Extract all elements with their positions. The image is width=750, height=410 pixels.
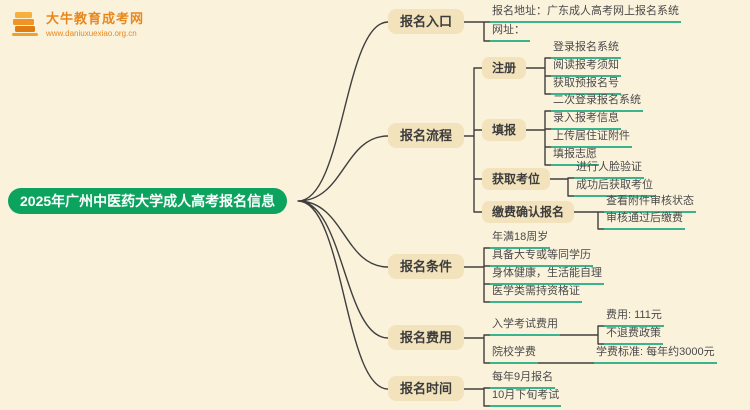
logo-title: 大牛教育成考网 <box>46 11 145 26</box>
leaf-payment-pay: 审核通过后缴费 <box>604 212 685 230</box>
root-topic: 2025年广州中医药大学成人高考报名信息 <box>8 188 288 214</box>
logo: 大牛教育成考网 www.daniuxuexiao.org.cn <box>10 8 144 38</box>
leaf-fill-login: 二次登录报名系统 <box>551 94 643 112</box>
conditions-links <box>463 247 491 303</box>
leaf-fill-info: 录入报考信息 <box>551 112 621 130</box>
leaf-payment-check: 查看附件审核状态 <box>604 195 696 213</box>
branch-fees: 报名费用 <box>388 325 465 350</box>
leaf-fee-norefund: 不退费政策 <box>604 327 663 345</box>
leaf-time-signup: 每年9月报名 <box>490 371 556 389</box>
leaf-cond-age: 年满18周岁 <box>490 231 551 249</box>
leaf-fill-wish: 填报志愿 <box>551 148 599 166</box>
entry-links <box>463 21 491 42</box>
sub-branch-seat: 获取考位 <box>482 168 551 190</box>
leaf-tuition-standard: 学费标准: 每年约3000元 <box>594 346 717 364</box>
logo-icon <box>12 11 38 36</box>
payment-links <box>573 211 605 230</box>
branch-entry: 报名入口 <box>388 9 465 34</box>
register-links <box>525 57 552 95</box>
leaf-cond-degree: 具备大专或等同学历 <box>490 249 593 267</box>
leaf-register-login: 登录报名系统 <box>551 41 621 59</box>
sub-branch-fill: 填报 <box>482 119 527 141</box>
branch-process: 报名流程 <box>388 123 465 148</box>
branch-conditions: 报名条件 <box>388 254 465 279</box>
leaf-cond-medical: 医学类需持资格证 <box>490 285 582 303</box>
leaf-seat-face: 进行人脸验证 <box>574 161 644 179</box>
leaf-register-read: 阅读报考须知 <box>551 59 621 77</box>
fees-links <box>463 325 605 364</box>
sub-branch-tuition: 院校学费 <box>490 346 538 364</box>
time-links <box>463 387 491 407</box>
leaf-entry-url: 网址： <box>490 24 530 42</box>
leaf-fee-amount: 费用: 111元 <box>604 309 664 327</box>
logo-url: www.daniuxuexiao.org.cn <box>46 29 137 38</box>
leaf-register-number: 获取预报名号 <box>551 77 621 95</box>
sub-branch-register: 注册 <box>482 57 527 79</box>
seat-links <box>549 177 575 197</box>
process-links <box>463 67 483 213</box>
branch-time: 报名时间 <box>388 376 465 401</box>
leaf-seat-get: 成功后获取考位 <box>574 179 655 197</box>
fill-links <box>525 110 552 166</box>
leaf-entry-address: 报名地址：广东成人高考网上报名系统 <box>490 5 681 23</box>
leaf-time-exam: 10月下旬考试 <box>490 389 562 407</box>
sub-branch-payment: 缴费确认报名 <box>482 201 575 223</box>
leaf-cond-health: 身体健康，生活能自理 <box>490 267 604 285</box>
sub-branch-exam-fee: 入学考试费用 <box>490 318 560 336</box>
leaf-fill-upload: 上传居住证附件 <box>551 130 632 148</box>
root-branch-curves <box>297 21 389 390</box>
